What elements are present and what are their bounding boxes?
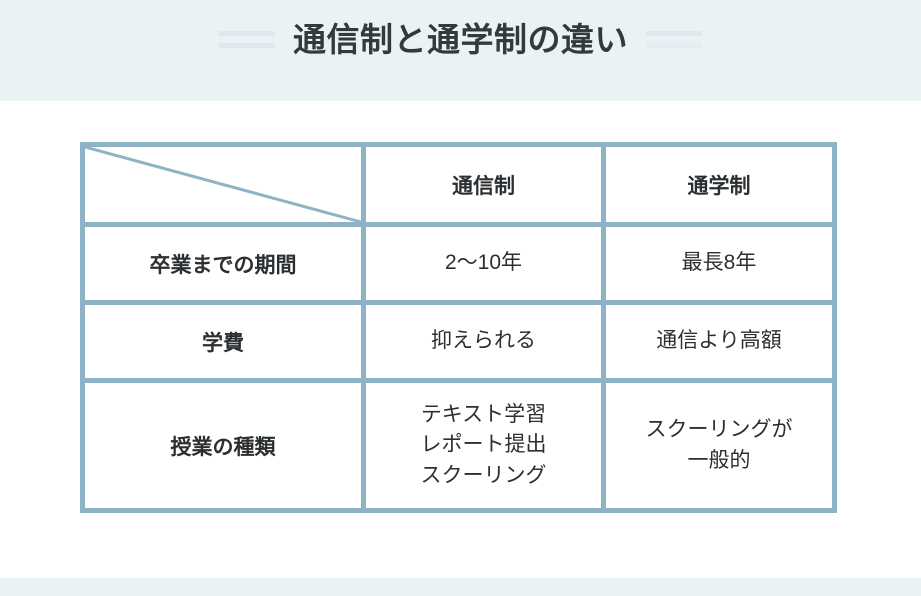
table-header-tsugaku: 通学制	[601, 142, 837, 227]
cell-line: テキスト学習	[420, 402, 547, 426]
cell-graduation-period-tsushin: 2〜10年	[361, 222, 606, 305]
cell-graduation-period-tsugaku: 最長8年	[601, 222, 837, 305]
comparison-table: 通信制 通学制 卒業までの期間 2〜10年 最長8年 学費 抑えられる	[80, 142, 837, 513]
table-header-tsushin: 通信制	[361, 142, 606, 227]
title-decoration-left-icon	[219, 31, 275, 48]
cell-line: 抑えられる	[431, 329, 536, 353]
cell-class-type-tsushin: テキスト学習 レポート提出 スクーリング	[361, 378, 606, 513]
page-title: 通信制と通学制の違い	[293, 21, 628, 58]
table-corner-cell	[80, 142, 366, 227]
table-row: 卒業までの期間 2〜10年 最長8年	[80, 222, 837, 305]
row-label-graduation-period: 卒業までの期間	[80, 222, 366, 305]
table-header-row: 通信制 通学制	[80, 142, 837, 227]
cell-tuition-tsugaku: 通信より高額	[601, 300, 837, 383]
cell-line: スクーリング	[420, 463, 547, 487]
decoration-bar	[646, 43, 702, 48]
decoration-bar	[219, 43, 275, 48]
cell-line: 2〜10年	[444, 251, 523, 275]
decoration-bar	[219, 31, 275, 36]
cell-class-type-tsugaku: スクーリングが 一般的	[601, 378, 837, 513]
cell-line: スクーリングが	[645, 418, 793, 442]
cell-line: 通信より高額	[656, 329, 782, 353]
page-footer-band	[0, 578, 921, 596]
title-decoration-right-icon	[646, 31, 702, 48]
row-label-class-type: 授業の種類	[80, 378, 366, 513]
page-header-band: 通信制と通学制の違い	[0, 0, 921, 101]
title-group: 通信制と通学制の違い	[219, 1, 702, 78]
cell-line: 一般的	[687, 448, 751, 472]
diagonal-slash-icon	[85, 147, 361, 222]
cell-line: 最長8年	[681, 251, 757, 275]
row-label-tuition: 学費	[80, 300, 366, 383]
decoration-bar	[646, 31, 702, 36]
cell-line: レポート提出	[420, 433, 547, 457]
main-content: 通信制 通学制 卒業までの期間 2〜10年 最長8年 学費 抑えられる	[0, 101, 921, 578]
table-row: 学費 抑えられる 通信より高額	[80, 300, 837, 383]
table-row: 授業の種類 テキスト学習 レポート提出 スクーリング スクーリングが 一般的	[80, 378, 837, 513]
cell-tuition-tsushin: 抑えられる	[361, 300, 606, 383]
